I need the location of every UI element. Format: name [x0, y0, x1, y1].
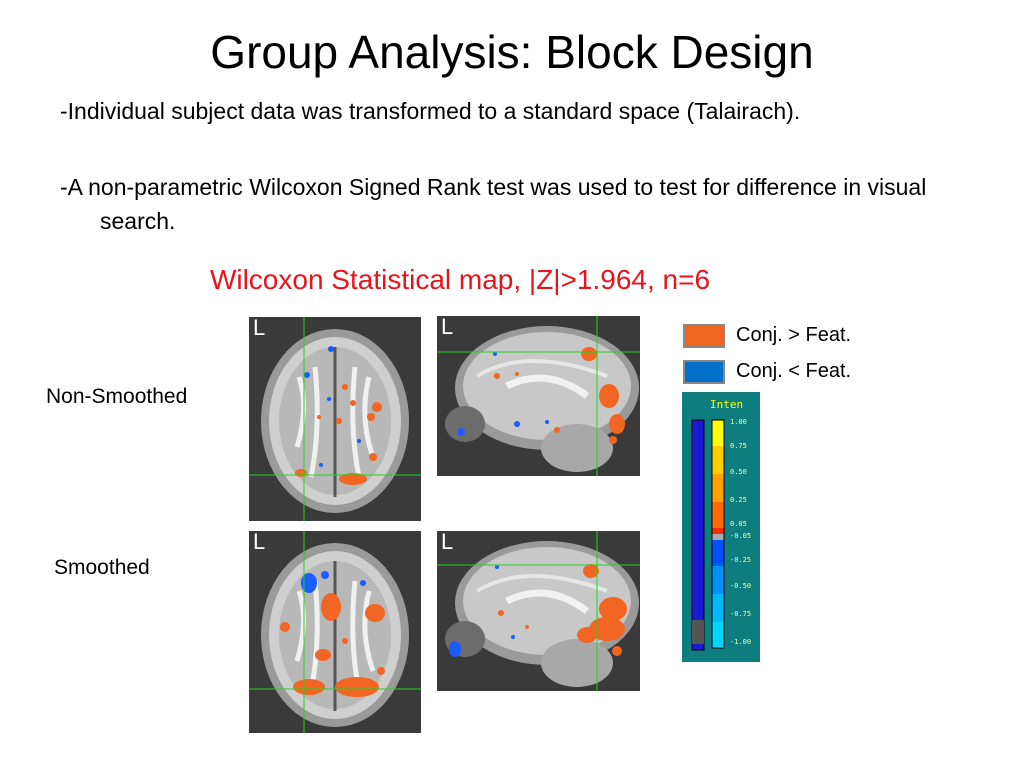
sagittal-scan-smoothed: L — [437, 531, 640, 691]
orientation-label: L — [441, 531, 454, 554]
legend-label-positive: Conj. > Feat. — [736, 324, 852, 346]
legend-swatch-negative — [683, 360, 725, 384]
intensity-colorbar: Inten 1.00 0.75 0.50 0.25 0.05 -0.05 -0.… — [682, 392, 760, 662]
orientation-label: L — [253, 531, 266, 554]
colorbar-tick: 1.00 — [730, 418, 747, 426]
colorbar-tick: -0.50 — [730, 582, 752, 590]
colorbar-tick: -0.05 — [730, 532, 752, 540]
slide-title: Group Analysis: Block Design — [210, 26, 814, 78]
legend-swatch-positive — [683, 324, 725, 348]
row-label-non-smoothed: Non-Smoothed — [46, 385, 188, 408]
axial-scan-smoothed: L — [249, 531, 421, 733]
legend-label-negative: Conj. < Feat. — [736, 360, 852, 382]
colorbar-tick: 0.05 — [730, 520, 747, 528]
bullet-1: -Individual subject data was transformed… — [60, 98, 801, 124]
colorbar-tick: -0.75 — [730, 610, 752, 618]
orientation-label: L — [253, 317, 266, 340]
axial-scan-non-smoothed: L — [249, 317, 421, 521]
colorbar-tick: 0.75 — [730, 442, 747, 450]
orientation-label: L — [441, 316, 454, 339]
bullet-2: -A non-parametric Wilcoxon Signed Rank t… — [60, 174, 927, 234]
map-title: Wilcoxon Statistical map, |Z|>1.964, n=6 — [209, 264, 711, 295]
colorbar-tick: -1.00 — [730, 638, 752, 646]
sagittal-scan-non-smoothed: L — [437, 316, 640, 476]
colorbar-header: Inten — [710, 398, 744, 411]
colorbar-tick: -0.25 — [730, 556, 752, 564]
colorbar-tick: 0.50 — [730, 468, 747, 476]
colorbar-tick: 0.25 — [730, 496, 747, 504]
row-label-smoothed: Smoothed — [54, 556, 150, 579]
